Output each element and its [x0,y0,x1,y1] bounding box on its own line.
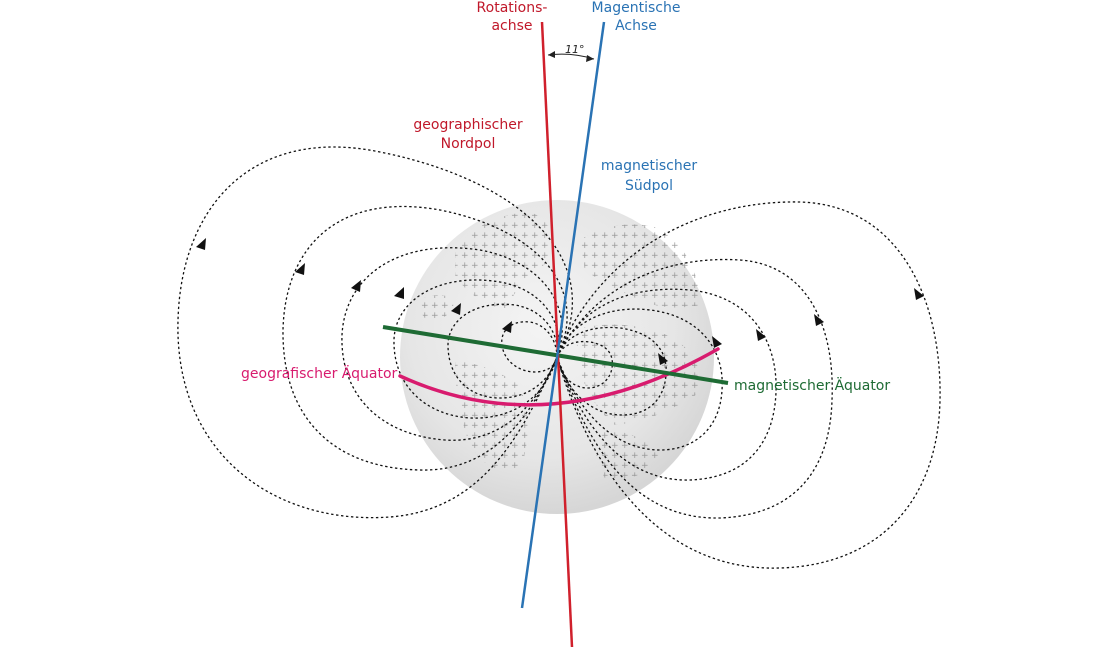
field-line-left-1 [177,146,574,519]
magnetic-south-label-1: magnetischer [601,158,697,174]
continents [419,212,701,480]
rotation-axis-label-1: Rotations- [477,0,548,16]
angle-marker: 11° [547,43,595,62]
magnetic-equator-line [382,325,729,385]
geographic-equator-line [398,347,720,407]
arrow-icon [196,238,206,250]
magnetic-equator-label: magnetischer Äquator [734,376,890,394]
magnetic-axis-label-1: Magentische [592,0,681,16]
magnetic-axis-label-2: Achse [615,18,657,34]
field-lines-right [556,201,941,569]
angle-label: 11° [565,43,585,56]
arrow-icon [394,287,404,299]
field-line-left-5 [447,303,559,399]
arrow-icon [295,263,305,275]
field-line-right-6 [556,340,614,389]
geographic-north-label-1: geographischer [413,117,522,133]
field-line-left-4 [393,279,560,419]
field-line-left-2 [282,205,568,471]
rotation-axis-line [540,21,574,647]
field-line-right-4 [556,308,723,451]
field-line-right-3 [556,288,777,481]
magnetic-axis-line [520,21,606,609]
arrow-icon [756,329,766,341]
arrow-icon [712,336,722,348]
geographic-equator-label: geografischer Äquator [241,364,398,382]
rotation-axis-label-2: achse [491,18,532,34]
field-line-left-3 [341,247,563,441]
magnetic-south-label-2: Südpol [625,178,673,194]
geographic-north-label-2: Nordpol [441,136,496,152]
arrow-icon [914,288,924,300]
field-line-right-2 [556,258,833,519]
arrow-icon [502,321,512,333]
arrow-icon [658,353,668,365]
arrow-icon [451,303,461,315]
arrow-icon [814,314,824,326]
field-arrows [196,238,924,365]
arrow-icon [351,280,361,292]
